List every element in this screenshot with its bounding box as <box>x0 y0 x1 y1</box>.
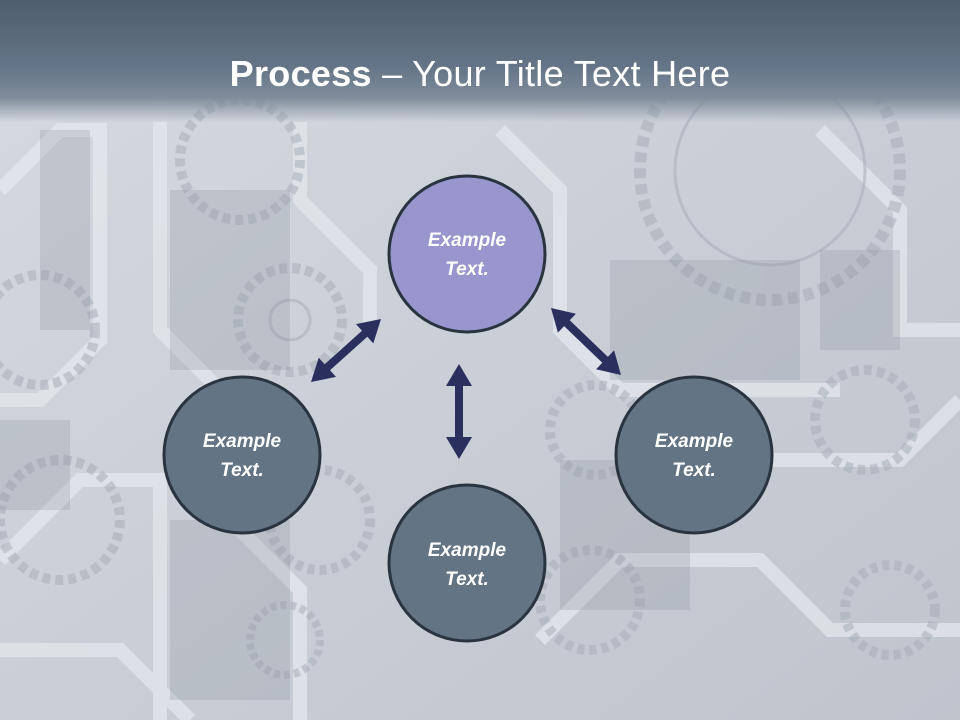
arrow-top-left <box>311 319 381 382</box>
node-left-circle <box>162 375 322 535</box>
title-bold-word: Process <box>229 53 372 94</box>
node-left-label: Example Text. <box>162 427 322 485</box>
node-top-line2: Text. <box>445 259 489 280</box>
title-rest: Your Title Text Here <box>412 53 731 94</box>
node-right-line1: Example <box>654 431 734 452</box>
arrow-top-bottom <box>446 364 472 459</box>
node-right-line2: Text. <box>672 460 716 481</box>
node-bottom-line2: Text. <box>445 569 489 590</box>
title-separator: – <box>371 53 413 94</box>
node-right-circle <box>614 375 774 535</box>
node-top-circle <box>387 174 547 334</box>
node-left-line1: Example <box>202 431 282 452</box>
title-band <box>0 0 960 122</box>
nodes-group <box>162 174 774 643</box>
node-bottom-line1: Example <box>427 540 507 561</box>
node-left-line2: Text. <box>220 460 264 481</box>
node-bottom-label: Example Text. <box>387 536 547 594</box>
page-title: Process – Your Title Text Here <box>0 52 960 96</box>
node-bottom-circle <box>387 483 547 643</box>
arrow-top-right <box>551 308 621 375</box>
node-top-label: Example Text. <box>387 226 547 284</box>
node-top-line1: Example <box>427 230 507 251</box>
node-right-label: Example Text. <box>614 427 774 485</box>
arrows-group <box>311 308 621 459</box>
